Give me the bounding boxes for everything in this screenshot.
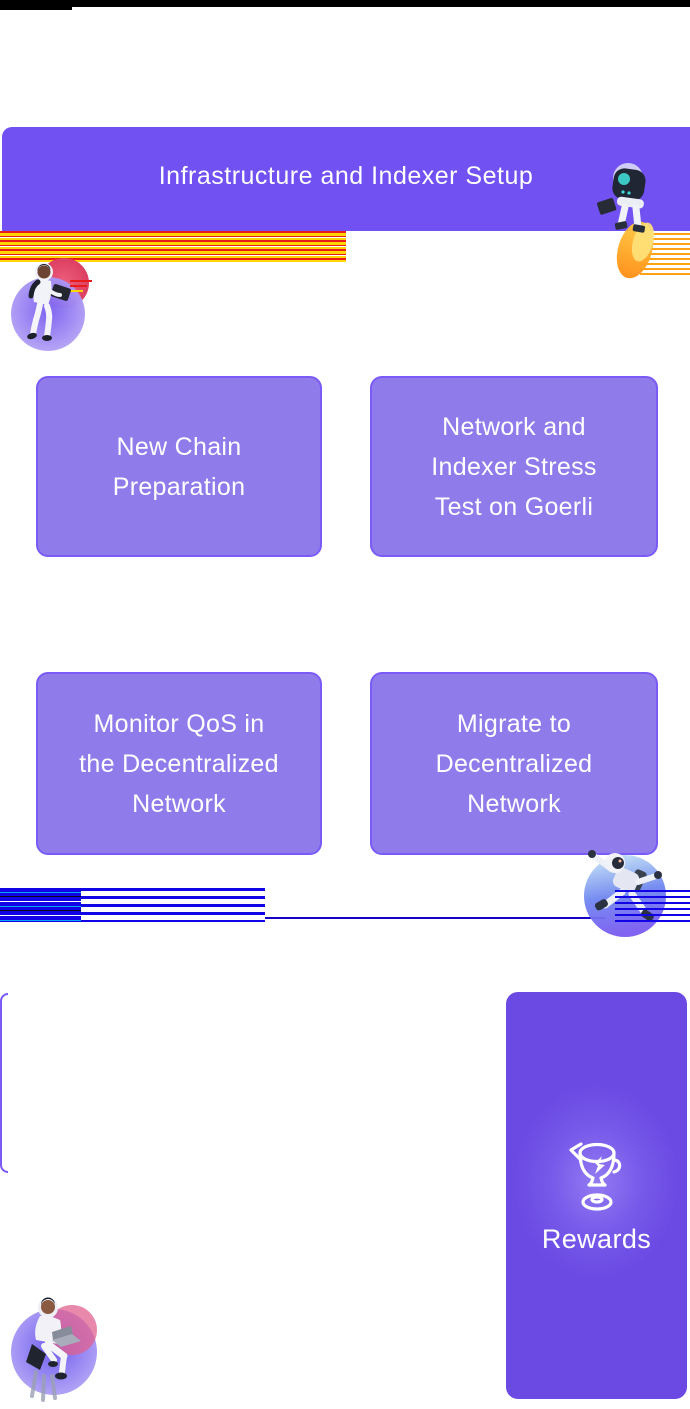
glitch-stripes-top [0, 231, 346, 262]
card-label: New Chain Preparation [112, 432, 246, 501]
trophy-glow [514, 1084, 679, 1279]
laptop [50, 284, 71, 301]
card-migrate-to-decentralized-network[interactable]: Migrate to Decentralized Network [370, 672, 658, 855]
laptop [52, 1334, 81, 1347]
section-header: Infrastructure and Indexer Setup [2, 127, 690, 231]
rewards-card[interactable]: Rewards [506, 992, 687, 1399]
briefcase [597, 198, 617, 215]
glitch-stripes-blue-mid [81, 888, 265, 922]
card-label: Migrate to Decentralized Network [435, 709, 593, 818]
trophy-icon [569, 1142, 622, 1211]
card-network-indexer-stress-test[interactable]: Network and Indexer Stress Test on Goerl… [370, 376, 658, 557]
section-title: Infrastructure and Indexer Setup [158, 161, 534, 190]
top-bar-left-segment [0, 0, 72, 10]
card-new-chain-preparation[interactable]: New Chain Preparation [36, 376, 322, 557]
person-on-chair-with-laptop-illustration [11, 1297, 97, 1402]
card-label: Network and Indexer Stress Test on Goerl… [431, 412, 597, 521]
card-monitor-qos[interactable]: Monitor QoS in the Decentralized Network [36, 672, 322, 855]
top-bar [0, 0, 690, 7]
card-label: Monitor QoS in the Decentralized Network [79, 709, 279, 818]
astronaut-holding-laptop-illustration [11, 258, 92, 351]
glitch-line-blue [265, 917, 605, 919]
rewards-label: Rewards [541, 1224, 652, 1254]
glitch-stripes-blue-left [0, 888, 81, 922]
chair [26, 1344, 46, 1370]
rocket-astronaut-illustration [597, 163, 655, 279]
glitch-stripes-blue-right [615, 890, 690, 924]
partial-card-left-edge [0, 993, 8, 1173]
